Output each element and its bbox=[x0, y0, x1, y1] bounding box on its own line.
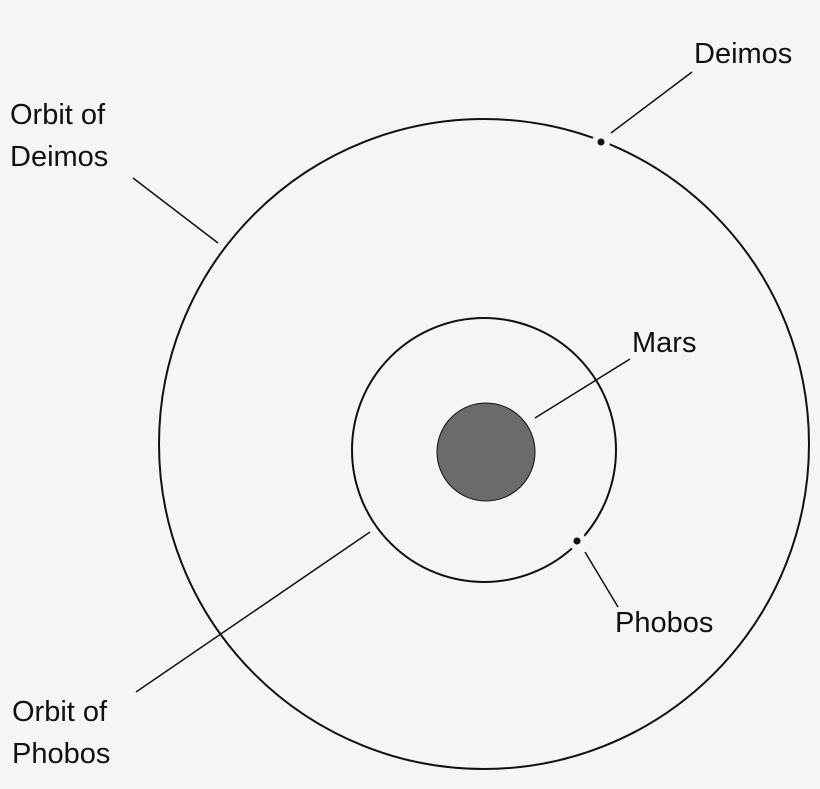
phobos-label-text: Phobos bbox=[615, 607, 714, 639]
mars-body bbox=[436, 402, 536, 502]
deimos-moon bbox=[597, 138, 605, 146]
deimos-label-text: Deimos bbox=[694, 38, 793, 70]
orbit-of-phobos-label: Orbit of Phobos bbox=[12, 691, 110, 775]
orbit-of-deimos-circle bbox=[158, 118, 810, 770]
deimos-label: Deimos bbox=[694, 33, 792, 75]
orbit-of-phobos-label-line2: Phobos bbox=[12, 738, 111, 770]
orbit-of-deimos-label-line1: Orbit of bbox=[10, 99, 106, 131]
mars-leader-line bbox=[534, 358, 631, 419]
orbit-of-deimos-label-line2: Deimos bbox=[10, 141, 109, 173]
orbit-of-deimos-label: Orbit of Deimos bbox=[10, 94, 108, 178]
orbit-of-phobos-circle bbox=[351, 317, 617, 583]
orbit-of-phobos-leader-line bbox=[135, 531, 371, 693]
orbit-of-phobos-label-line1: Orbit of bbox=[12, 696, 108, 728]
mars-label: Mars bbox=[632, 322, 696, 364]
deimos-leader-line bbox=[610, 71, 693, 134]
orbit-of-deimos-leader-line bbox=[132, 177, 219, 244]
phobos-moon bbox=[573, 537, 581, 545]
phobos-leader-line bbox=[584, 551, 619, 608]
phobos-label: Phobos bbox=[615, 602, 713, 644]
mars-label-text: Mars bbox=[632, 327, 697, 359]
